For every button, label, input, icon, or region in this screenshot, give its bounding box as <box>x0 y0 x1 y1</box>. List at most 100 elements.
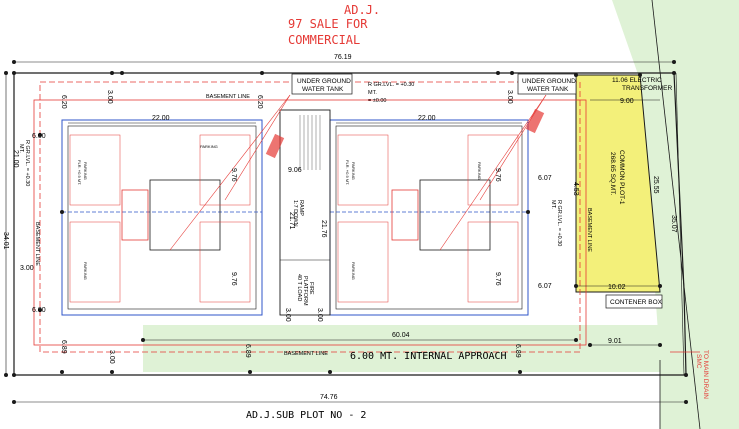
dim-side-depth-c: 9.76 <box>494 168 501 182</box>
electric-line2: TRANSFORMER <box>622 85 673 92</box>
ramp-label: RAMP <box>298 200 304 216</box>
to-main-drain-label: TO MAIN DRAIN <box>702 350 709 399</box>
dim-right-setback-bottom: 6.07 <box>538 283 552 290</box>
gr-lvl-right: R GR.LVL. = +0.30 <box>556 200 562 246</box>
tank-left-box <box>291 73 353 95</box>
header-adj: AD.J. <box>344 3 380 17</box>
dim-plot-bottom-text: 10.02 <box>608 284 626 291</box>
dim-internal-text: 60.04 <box>392 332 410 339</box>
header-sale: 97 SALE FOR <box>288 17 368 31</box>
dim-side-depth-a: 9.76 <box>230 168 237 182</box>
dim-ramp-gap-a: 3.00 <box>284 308 291 322</box>
dim-left-block-text: 22.00 <box>152 115 170 122</box>
fire-platform-line3: 40 T LOAD <box>296 274 302 301</box>
drain-sub-label: SMC <box>695 354 702 369</box>
basement-line-left: BASEMENT LINE <box>34 222 40 266</box>
ramp-hatch <box>299 115 321 170</box>
dim-right-height-text: 35.07 <box>670 215 677 233</box>
tank-right-line1: UNDER GROUND <box>522 78 576 85</box>
right-lift-core <box>391 189 419 241</box>
dim-left-setback-bottom: 6.00 <box>32 307 46 314</box>
gr-lvl-top: R GR.LVL. = +0.30 <box>368 82 414 88</box>
parking-label: PARKING <box>351 162 356 180</box>
dim-ramp-length-b: 21.76 <box>320 220 327 238</box>
gr-lvl-top-unit: MT. <box>368 90 377 96</box>
fire-platform-line2: PLATFORM <box>302 276 308 306</box>
dim-left-setback-top: 6.00 <box>32 133 46 140</box>
dim-left-setback-mid: 3.00 <box>20 265 34 272</box>
container-box-label: CONTENER BOX <box>610 299 663 306</box>
dimension-ticks <box>4 60 688 404</box>
gr-lvl-top-b: = ±0.00 <box>368 98 386 104</box>
dim-plot-top-text: 9.00 <box>620 98 634 105</box>
fire-platform-line1: FIRE <box>308 282 314 295</box>
leader-line-2 <box>439 94 547 251</box>
right-unit-c <box>337 221 389 303</box>
ramp-outline <box>279 109 331 316</box>
internal-approach-label: 6.00 MT. INTERNAL APPROACH <box>350 351 507 362</box>
dim-bottom-gap-b: 3.00 <box>108 350 115 364</box>
tank-left-line1: UNDER GROUND <box>297 78 351 85</box>
dim-right <box>675 72 685 376</box>
dim-bottom-gap-c: 6.89 <box>244 344 251 358</box>
parking-label: PARKING <box>83 162 88 180</box>
dim-ramp-length-a: 21.71 <box>288 212 295 230</box>
dim-plot-depth-text: 25.55 <box>652 176 659 194</box>
leader-line-1 <box>169 94 291 251</box>
right-stair-core <box>419 179 491 251</box>
dim-bottom-gap-d: 6.89 <box>514 344 521 358</box>
dim-top-setback-a: 3.00 <box>106 90 113 104</box>
dim-top-text: 76.19 <box>334 54 352 61</box>
common-plot-line2: 268.65 SQ.MT. <box>609 152 616 196</box>
left-unit-c <box>69 221 121 303</box>
header-commercial: COMMERCIAL <box>288 33 360 47</box>
plot-boundary <box>13 72 687 376</box>
leader-line-4 <box>224 94 291 201</box>
left-unit-a <box>69 134 121 206</box>
left-stair-core <box>149 179 221 251</box>
basement-line-bottom: BASEMENT LINE <box>284 351 328 357</box>
building-block-left <box>61 119 263 316</box>
green-area-bottom <box>143 325 661 372</box>
gr-lvl-left-unit: MT. <box>18 144 24 153</box>
dim-top-setback-c: 6.20 <box>256 95 263 109</box>
tank-left-line2: WATER TANK <box>302 86 344 93</box>
dim-ramp-text: 9.06 <box>288 167 302 174</box>
tank-right <box>525 108 545 134</box>
parking-label: PARKING <box>477 162 482 180</box>
tank-right-line2: WATER TANK <box>527 86 569 93</box>
building-block-right <box>329 119 529 316</box>
dim-top-setback-b: 6.20 <box>60 95 67 109</box>
electric-line1: 11.06 ELECTRIC <box>612 77 662 84</box>
left-lift-core <box>121 189 149 241</box>
parking-label: PARKING <box>83 262 88 280</box>
dim-side-depth-d: 9.76 <box>494 272 501 286</box>
setback-line <box>39 81 581 353</box>
parking-label: PARKING <box>351 262 356 280</box>
dim-bottom-text: 74.76 <box>320 394 338 401</box>
dim-ramp-gap-b: 3.00 <box>316 308 323 322</box>
dim-left-height-text: 34.01 <box>2 232 9 250</box>
gr-lvl-left: R GR.LVL. = +0.30 <box>24 140 30 186</box>
basement-line-top: BASEMENT LINE <box>206 94 250 100</box>
container-box <box>605 294 663 309</box>
right-unit-d <box>467 221 519 303</box>
common-plot-area <box>575 74 661 293</box>
dim-bottom-right-text: 9.01 <box>608 338 622 345</box>
building-block-left-inner <box>67 125 257 310</box>
dim-bottom-gap-a: 6.89 <box>60 340 67 354</box>
dim-side-depth-b: 9.76 <box>230 272 237 286</box>
tank-left <box>265 133 285 159</box>
left-unit-b <box>199 134 251 206</box>
adj-sub-plot-label: AD.J.SUB PLOT NO - 2 <box>246 410 366 421</box>
common-plot-line1: COMMON PLOT-1 <box>618 150 625 205</box>
dim-right-setback-top: 6.07 <box>538 175 552 182</box>
left-unit-d <box>199 221 251 303</box>
parking-sub-label: FLR. +0.9 MT. <box>77 160 82 185</box>
right-unit-a <box>337 134 389 206</box>
adj-boundary-right <box>651 0 701 429</box>
ramp-sub-label: 1:7 DOWN <box>292 200 298 227</box>
right-unit-b <box>467 134 519 206</box>
dim-left-margin: 21.00 <box>12 150 19 168</box>
